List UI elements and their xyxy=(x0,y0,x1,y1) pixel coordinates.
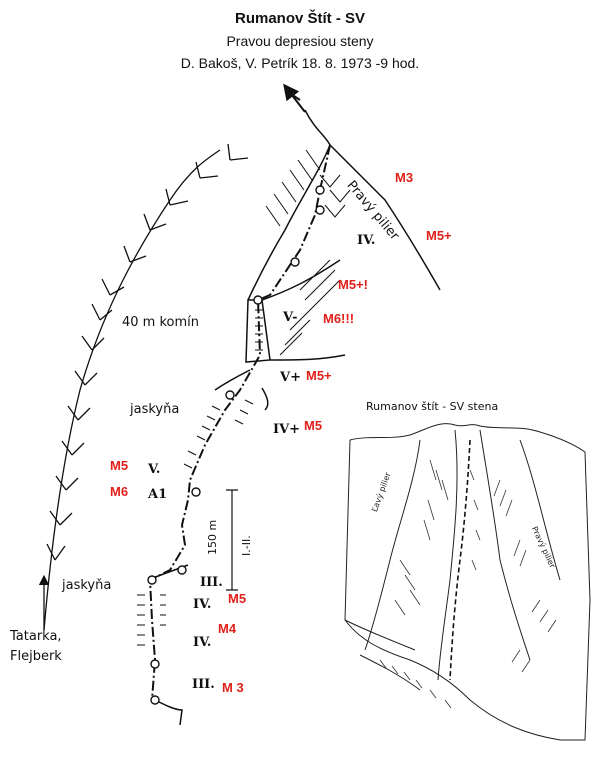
label-pitch-grade: I.-II. xyxy=(240,535,253,556)
mixed-grade-m3: M3 xyxy=(395,170,414,185)
route-name: Pravou depresiou steny xyxy=(226,33,374,49)
grade-a1: A1 xyxy=(148,487,168,502)
summit-arrow xyxy=(283,83,306,113)
label-jaskyna-upper: jaskyňa xyxy=(130,402,180,417)
grade-iv-top: IV. xyxy=(357,233,376,248)
label-komin: 40 m komín xyxy=(122,315,200,330)
page-title: Rumanov Štít - SV xyxy=(234,10,365,27)
mixed-grade-m5plus: M5+ xyxy=(426,228,452,243)
face-outline xyxy=(147,109,441,726)
mixed-grade-m6-left: M6 xyxy=(110,484,129,499)
approach-arrows xyxy=(38,143,249,631)
mixed-grade-m5-left: M5 xyxy=(110,458,129,473)
grade-ivplus: IV+ xyxy=(273,422,301,437)
mixed-grade-m5plus-mid: M5+ xyxy=(306,368,332,383)
label-approach: Tatarka, Flejberk xyxy=(10,629,62,664)
grade-v-komin: V- xyxy=(283,310,298,325)
pitch-length-marker xyxy=(226,489,238,591)
grade-iii-b: III. xyxy=(192,677,215,692)
route-ticks xyxy=(137,399,254,646)
grade-v: V. xyxy=(148,462,161,477)
grade-iv-a: IV. xyxy=(193,597,212,612)
mixed-grade-m6excl: M6!!! xyxy=(323,311,355,326)
grade-iv-b: IV. xyxy=(193,635,212,650)
sketch-title: Rumanov štít - SV stena xyxy=(366,400,499,413)
grade-iii-a: III. xyxy=(200,575,223,590)
mixed-grade-m5-low: M5 xyxy=(228,591,247,606)
sketch-shading xyxy=(379,459,557,709)
label-jaskyna-lower: jaskyňa xyxy=(62,578,112,593)
sketch-panel xyxy=(344,423,591,741)
first-ascent-credits: D. Bakoš, V. Petrík 18. 8. 1973 -9 hod. xyxy=(180,55,420,71)
belay-stations xyxy=(147,185,325,705)
label-pitch-length: 150 m xyxy=(206,519,219,555)
mixed-grade-m5plus-excl: M5+! xyxy=(338,277,368,292)
mixed-grade-m5-mid: M5 xyxy=(304,418,323,433)
grade-vplus: V+ xyxy=(280,370,301,385)
mixed-grade-m3-bottom: M 3 xyxy=(222,680,244,695)
route-line xyxy=(148,89,331,701)
mixed-grade-m4: M4 xyxy=(218,621,237,636)
